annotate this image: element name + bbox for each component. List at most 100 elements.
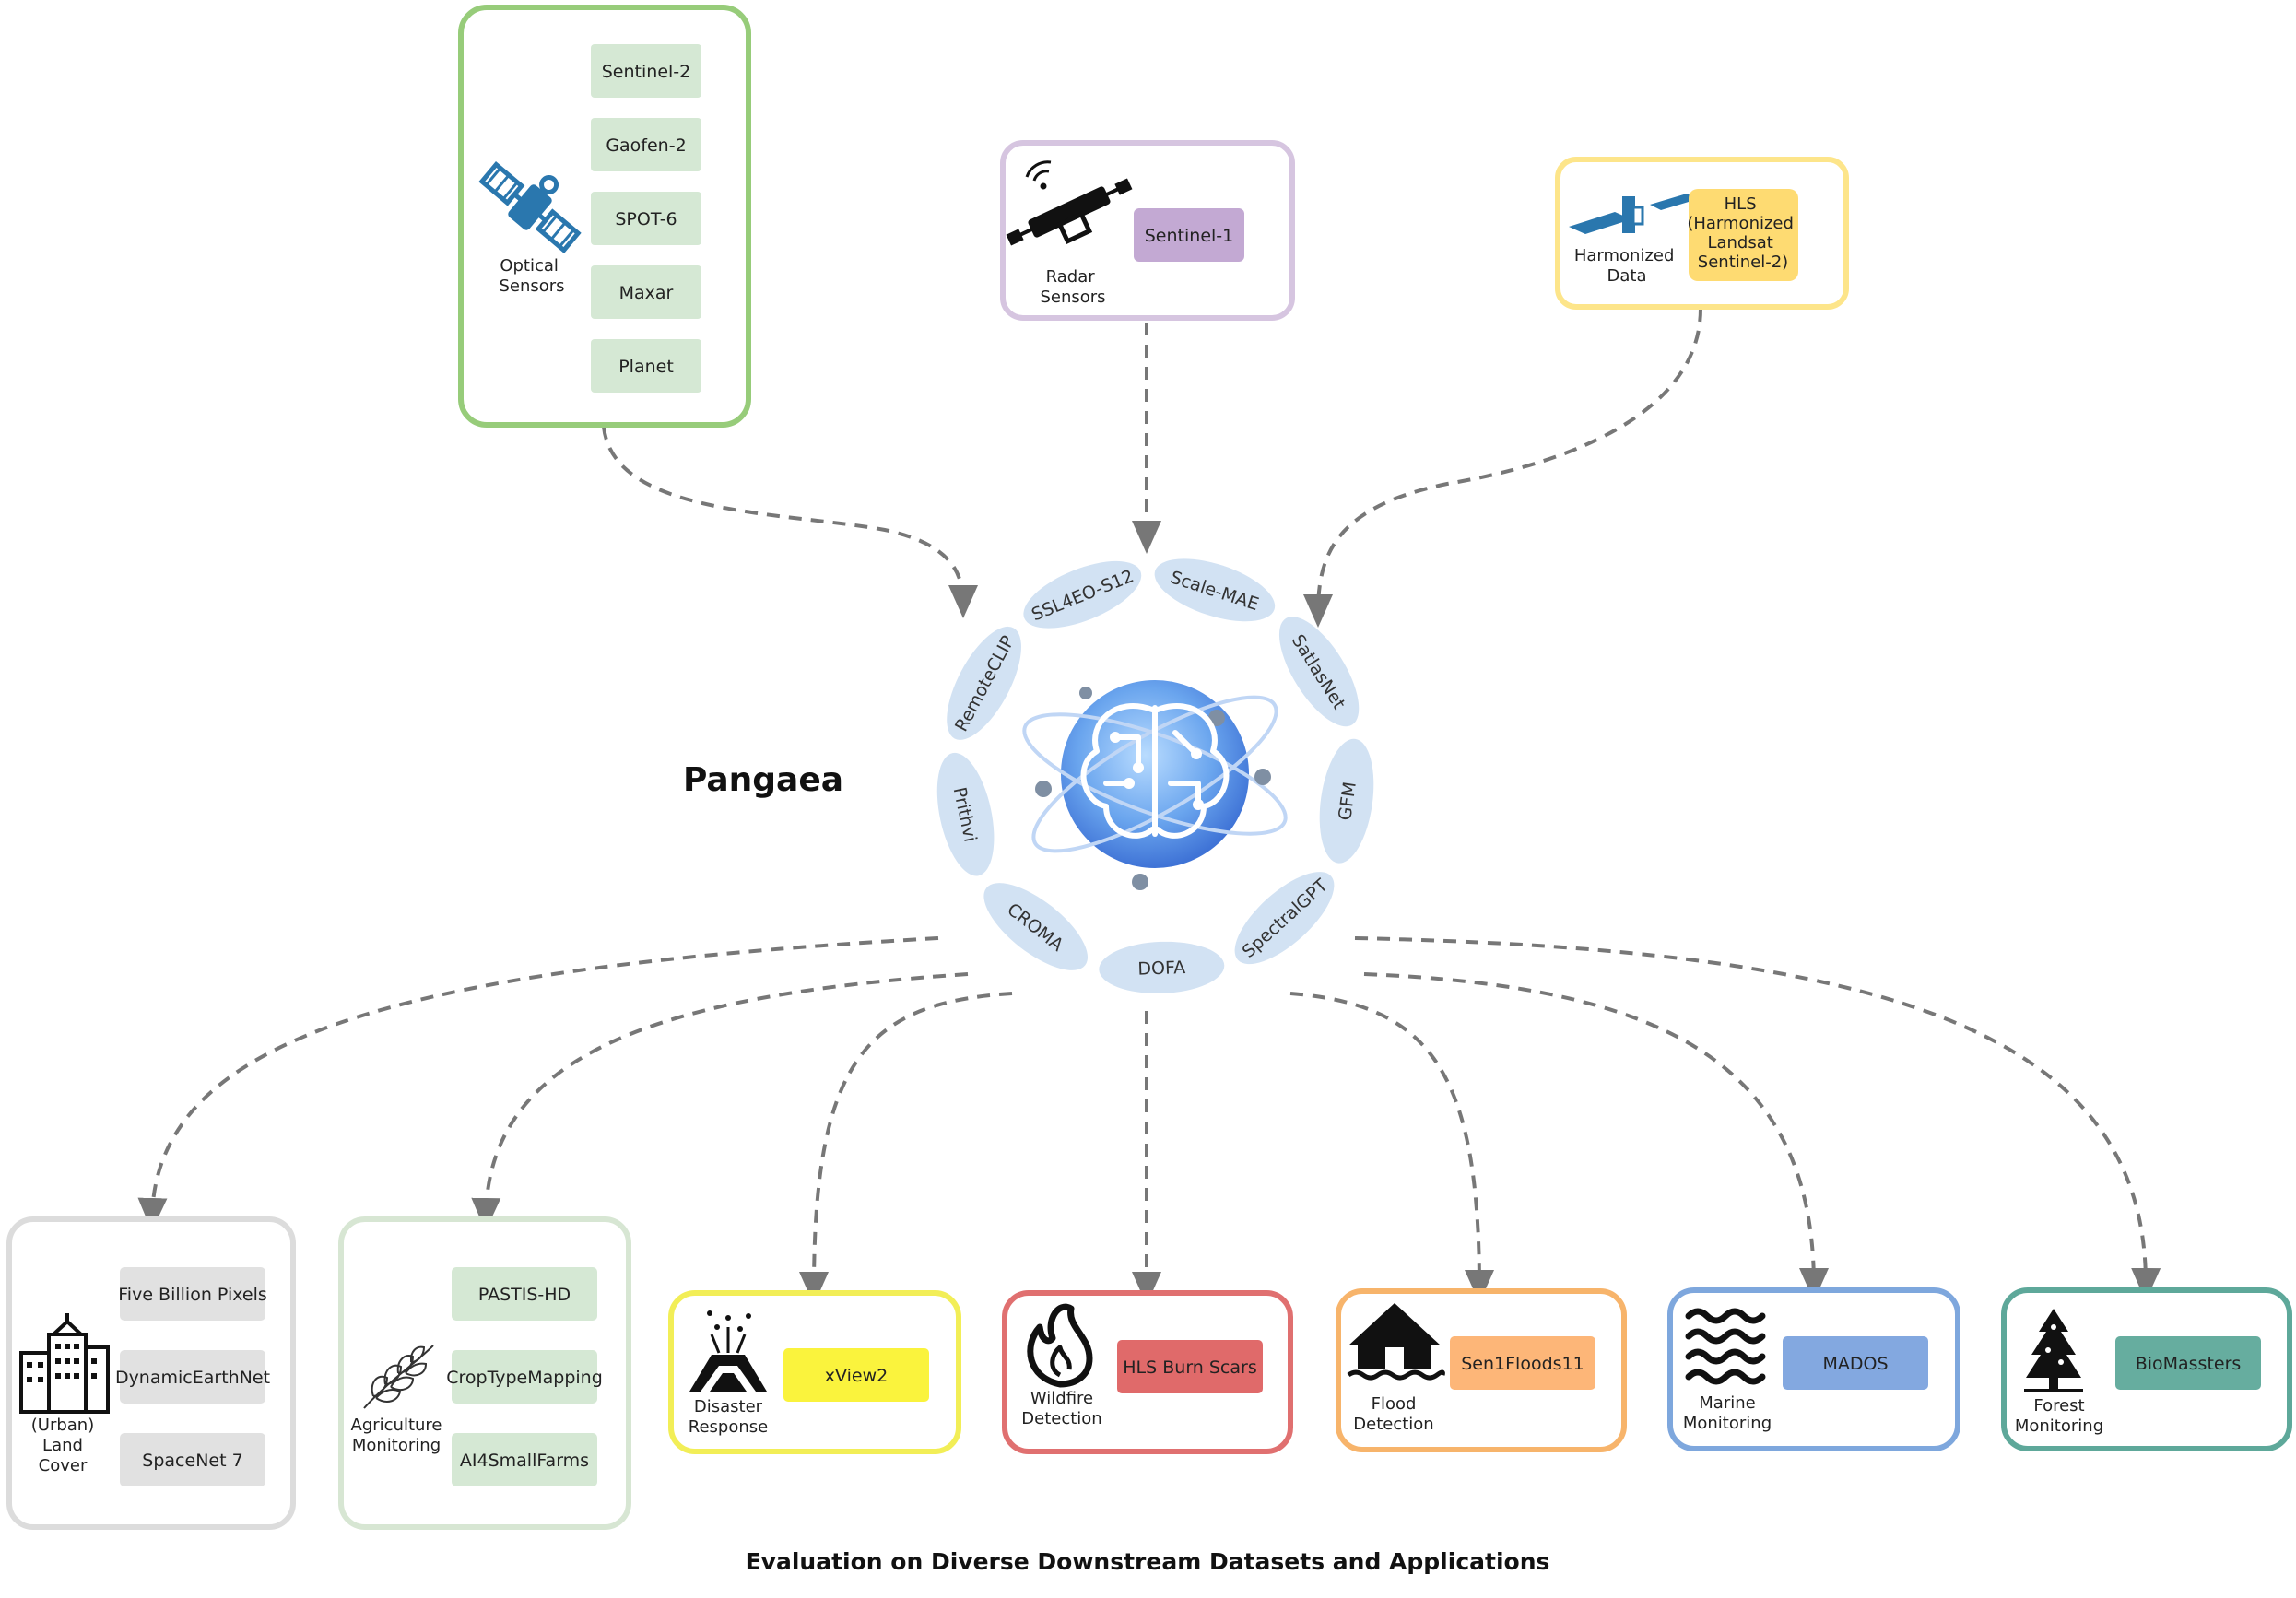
hls-line-1: HLS (1725, 194, 1757, 214)
harmonized-data-label: Harmonized Data (1574, 246, 1679, 286)
optical-sensors-label: Optical Sensors (499, 256, 564, 296)
model-scale-mae-ellipse (1154, 558, 1276, 622)
radar-sensors-label: Radar Sensors (1040, 267, 1105, 307)
pine-tree-icon (2024, 1309, 2083, 1392)
model-gfm-ellipse (1319, 738, 1374, 864)
application-wildfire-label-line: Detection (1021, 1409, 1101, 1428)
application-marine-label-line: Monitoring (1683, 1414, 1772, 1433)
dataset-croptypemapping-box (452, 1350, 597, 1404)
harmonized-label-line-2: Data (1607, 266, 1647, 286)
radar-label-line-1: Radar (1046, 267, 1096, 287)
model-prithvi-ellipse (936, 752, 995, 876)
flooded-house-icon (1347, 1303, 1445, 1381)
dataset-xview2-box (783, 1348, 929, 1402)
connector-arrows (137, 308, 2161, 1305)
dataset-planet-box (591, 339, 701, 393)
model-scale-mae: Scale-MAE (1154, 558, 1276, 622)
volcano-icon (689, 1310, 767, 1392)
model-dofa-label: DOFA (1137, 958, 1186, 980)
buildings-icon (19, 1313, 110, 1414)
model-remoteclip: RemoteCLIP (947, 626, 1021, 740)
dataset-gaofen-2: Gaofen-2 (606, 135, 686, 156)
dataset-hls-box (1689, 189, 1798, 281)
dataset-sentinel-2-box (591, 44, 701, 98)
radar-label-line-2: Sensors (1040, 288, 1105, 307)
dataset-pastis-hd-box (452, 1267, 597, 1321)
dataset-biomassters: BioMassters (2136, 1354, 2242, 1374)
application-agriculture-label-line: Monitoring (352, 1436, 441, 1455)
dataset-mados: MADOS (1822, 1354, 1888, 1374)
pangaea-title: Pangaea (683, 761, 843, 799)
radar-sensors-group: Radar Sensors Sentinel-1 (1000, 140, 1295, 321)
dataset-spot-6-box (591, 192, 701, 245)
arrow-optical-to-models (602, 426, 978, 618)
model-satlasnet-ellipse (1278, 617, 1360, 727)
model-dofa-ellipse (1099, 941, 1225, 993)
dataset-xview2: xView2 (825, 1366, 888, 1386)
dataset-hls: HLS (Harmonized Landsat Sentinel-2) (1687, 194, 1798, 272)
dataset-gaofen-2-box (591, 118, 701, 171)
dataset-spacenet-7: SpaceNet 7 (142, 1451, 242, 1471)
fire-icon (1027, 1303, 1093, 1388)
dataset-croptypemapping: CropTypeMapping (446, 1368, 603, 1388)
dataset-sentinel-2: Sentinel-2 (602, 62, 690, 82)
dataset-spot-6: SPOT-6 (615, 209, 677, 229)
application-forest-label-line: Forest (2033, 1396, 2084, 1416)
dataset-mados-box (1783, 1336, 1928, 1390)
foundation-models-ring: Scale-MAESatlasNetGFMSpectralGPTDOFACROM… (936, 558, 1374, 993)
application-urban-label-line: Cover (39, 1456, 88, 1475)
harmonized-data-group: Harmonized Data HLS (Harmonized Landsat … (1555, 157, 1849, 310)
application-marine-label-line: Marine (1699, 1393, 1755, 1413)
dataset-sentinel-1-box (1134, 208, 1244, 262)
dataset-maxar-box (591, 265, 701, 319)
model-spectralgpt: SpectralGPT (1234, 872, 1335, 965)
dataset-biomassters-box (2115, 1336, 2261, 1390)
figure-caption: Evaluation on Diverse Downstream Dataset… (746, 1548, 1550, 1575)
application-flood-label-line: Flood (1372, 1394, 1417, 1414)
arrow-to-flood (1289, 992, 1494, 1303)
optical-label-line-2: Sensors (499, 276, 564, 296)
satellite-icon (478, 161, 582, 253)
model-gfm: GFM (1319, 738, 1374, 864)
optical-sensors-group: Optical Sensors Sentinel-2Gaofen-2SPOT-6… (458, 5, 751, 428)
arrow-to-marine (1363, 972, 1829, 1301)
application-urban-label-line: (Urban) (31, 1416, 94, 1435)
model-satlasnet: SatlasNet (1278, 617, 1360, 727)
model-prithvi: Prithvi (936, 752, 995, 876)
dataset-planet: Planet (618, 357, 674, 377)
application-urban-label-line: Land (42, 1436, 83, 1455)
dataset-dynamicearthnet: DynamicEarthNet (115, 1368, 270, 1388)
brain-globe-icon (1022, 680, 1288, 890)
arrow-to-agriculture (471, 972, 969, 1231)
dataset-ai4smallfarms-box (452, 1433, 597, 1486)
hls-line-3: Landsat (1707, 233, 1772, 253)
dataset-ai4smallfarms: AI4SmallFarms (460, 1451, 589, 1471)
model-spectralgpt-ellipse (1234, 872, 1335, 965)
application-flood-label-line: Detection (1353, 1415, 1433, 1434)
dataset-sen1floods11: Sen1Floods11 (1461, 1354, 1584, 1374)
arrow-to-urban (137, 936, 939, 1231)
harmonized-label-line-1: Harmonized (1574, 246, 1675, 265)
dataset-hls-burn-scars-box (1117, 1340, 1263, 1393)
arrow-to-disaster (799, 992, 1013, 1305)
application-forest-label-line: Monitoring (2015, 1416, 2103, 1436)
model-dofa: DOFA (1099, 941, 1225, 993)
arrow-to-forest (1354, 936, 2161, 1301)
model-ssl4eo-s12-ellipse (1023, 560, 1142, 629)
dataset-maxar: Maxar (619, 283, 674, 303)
